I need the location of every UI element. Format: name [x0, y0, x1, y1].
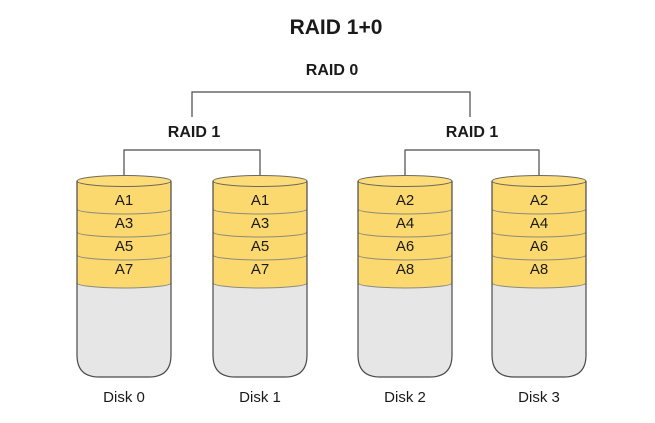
disk-striped-section [77, 181, 171, 288]
disk-name: Disk 1 [239, 389, 281, 406]
disk-striped-section [492, 181, 586, 288]
block-label: A1 [251, 192, 269, 209]
disk-top-ellipse [212, 175, 308, 187]
disk-outline [212, 181, 308, 378]
block-label: A7 [115, 261, 133, 278]
platter-divider [491, 208, 587, 215]
disk-free-section [77, 283, 171, 377]
disk-outline [357, 181, 453, 378]
platter-divider [212, 254, 308, 261]
platter-divider [491, 231, 587, 238]
platter-divider [491, 254, 587, 261]
disk-top-ellipse [357, 175, 453, 187]
raid1-left-label: RAID 1 [168, 124, 221, 141]
block-label: A3 [251, 215, 269, 232]
block-label: A5 [115, 238, 133, 255]
block-label: A2 [530, 192, 548, 209]
raid0-connector [191, 91, 471, 117]
disk-outline [491, 181, 587, 378]
platter-divider [357, 231, 453, 238]
block-label: A4 [530, 215, 548, 232]
platter-divider [76, 208, 172, 215]
disk-top-ellipse [491, 175, 587, 187]
platter-divider [357, 282, 453, 289]
block-label: A7 [251, 261, 269, 278]
platter-divider [76, 231, 172, 238]
block-label: A8 [396, 261, 414, 278]
platter-divider [76, 254, 172, 261]
platter-divider [357, 208, 453, 215]
block-label: A5 [251, 238, 269, 255]
platter-divider [357, 254, 453, 261]
raid1-right-label: RAID 1 [446, 124, 499, 141]
platter-divider [212, 231, 308, 238]
raid1-left-connector [123, 149, 261, 177]
disk-striped-section [213, 181, 307, 288]
disk-outline [76, 181, 172, 378]
disk-free-section [358, 283, 452, 377]
block-label: A6 [396, 238, 414, 255]
platter-divider [491, 282, 587, 289]
disk-name: Disk 3 [518, 389, 560, 406]
disk-name: Disk 2 [384, 389, 426, 406]
disk-free-section [213, 283, 307, 377]
disk-striped-section [358, 181, 452, 288]
disk-free-section [492, 283, 586, 377]
raid0-label: RAID 0 [306, 62, 359, 79]
platter-divider [212, 282, 308, 289]
diagram-title: RAID 1+0 [290, 16, 383, 39]
disk-name: Disk 0 [103, 389, 145, 406]
block-label: A1 [115, 192, 133, 209]
raid1-right-connector [404, 149, 540, 177]
block-label: A8 [530, 261, 548, 278]
block-label: A6 [530, 238, 548, 255]
block-label: A4 [396, 215, 414, 232]
platter-divider [212, 208, 308, 215]
platter-divider [76, 282, 172, 289]
block-label: A2 [396, 192, 414, 209]
disk-top-ellipse [76, 175, 172, 187]
block-label: A3 [115, 215, 133, 232]
